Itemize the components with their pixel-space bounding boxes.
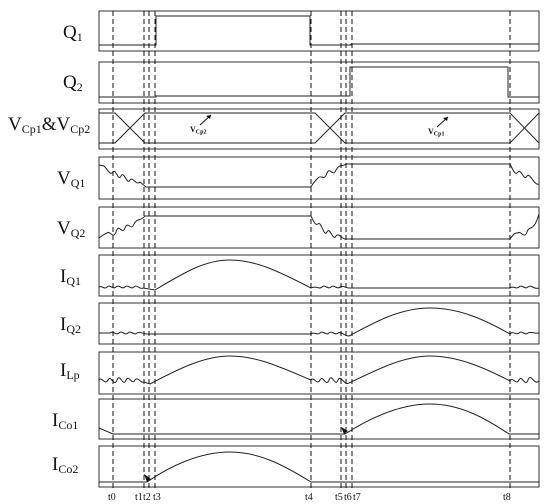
panel-vq1 [98, 156, 540, 200]
label-ico1: ICo1 [52, 410, 78, 432]
wave-q2 [99, 66, 539, 98]
wave-ico1 [98, 403, 539, 435]
wave-iq1 [98, 259, 540, 291]
label-iq2: IQ2 [60, 314, 81, 336]
arrowhead-vcp2-icon [206, 115, 211, 119]
label-vq2: VQ2 [57, 218, 85, 240]
label-vcp: VCp1&VCp2 [8, 114, 90, 136]
label-q1: Q1 [63, 22, 83, 44]
annotation-vcp2-text: VCp2 [190, 125, 206, 136]
annotation-vcp1-text: VCp1 [428, 127, 444, 138]
label-ilp: ILp [60, 360, 80, 382]
panel-frames [98, 10, 540, 488]
panel-iq1 [98, 254, 540, 297]
marker-t2 [144, 474, 151, 482]
time-label-t8: t8 [503, 492, 511, 503]
panel-ico2 [98, 445, 540, 488]
panel-vq2 [98, 206, 540, 249]
panel-iq2 [98, 302, 540, 345]
time-label-t2: t2 [143, 492, 151, 503]
time-label-t3: t3 [153, 492, 161, 503]
panel-ico1 [98, 398, 540, 440]
panel-q1 [98, 10, 540, 52]
wave-q1 [99, 15, 539, 46]
wave-vcp [99, 112, 540, 144]
transition-markers [144, 427, 348, 482]
marker-t6 [341, 427, 348, 434]
arrowhead-vcp1-icon [443, 117, 448, 121]
label-q2: Q2 [63, 72, 83, 94]
row-labels: Q1 Q2 VCp1&VCp2 VQ1 VQ2 IQ1 IQ2 ILp ICo1… [8, 22, 90, 476]
panel-ilp [98, 351, 540, 395]
time-label-t1: t1 [135, 492, 143, 503]
wave-vq1 [98, 163, 540, 188]
time-label-t0: t0 [108, 492, 116, 503]
time-label-t4: t4 [305, 492, 313, 503]
time-labels: t0 t1 t2 t3 t4 t5 t6 t7 t8 [108, 492, 511, 503]
annotation-vcp2: VCp2 [190, 114, 212, 136]
waveforms [98, 15, 540, 483]
timing-lines [112, 11, 511, 489]
label-vq1: VQ1 [57, 168, 85, 190]
label-ico2: ICo2 [52, 454, 78, 476]
time-label-t5: t5 [335, 492, 343, 503]
annotation-vcp1: VCp1 [428, 116, 449, 138]
wave-ico2 [99, 451, 539, 483]
label-iq1: IQ1 [60, 266, 81, 288]
time-label-t7: t7 [353, 492, 361, 503]
wave-vq2 [98, 213, 540, 240]
wave-iq2 [99, 307, 540, 337]
time-label-t6: t6 [344, 492, 352, 503]
panel-q2 [98, 61, 540, 104]
wave-ilp [98, 355, 540, 385]
panel-vcp [98, 108, 540, 150]
